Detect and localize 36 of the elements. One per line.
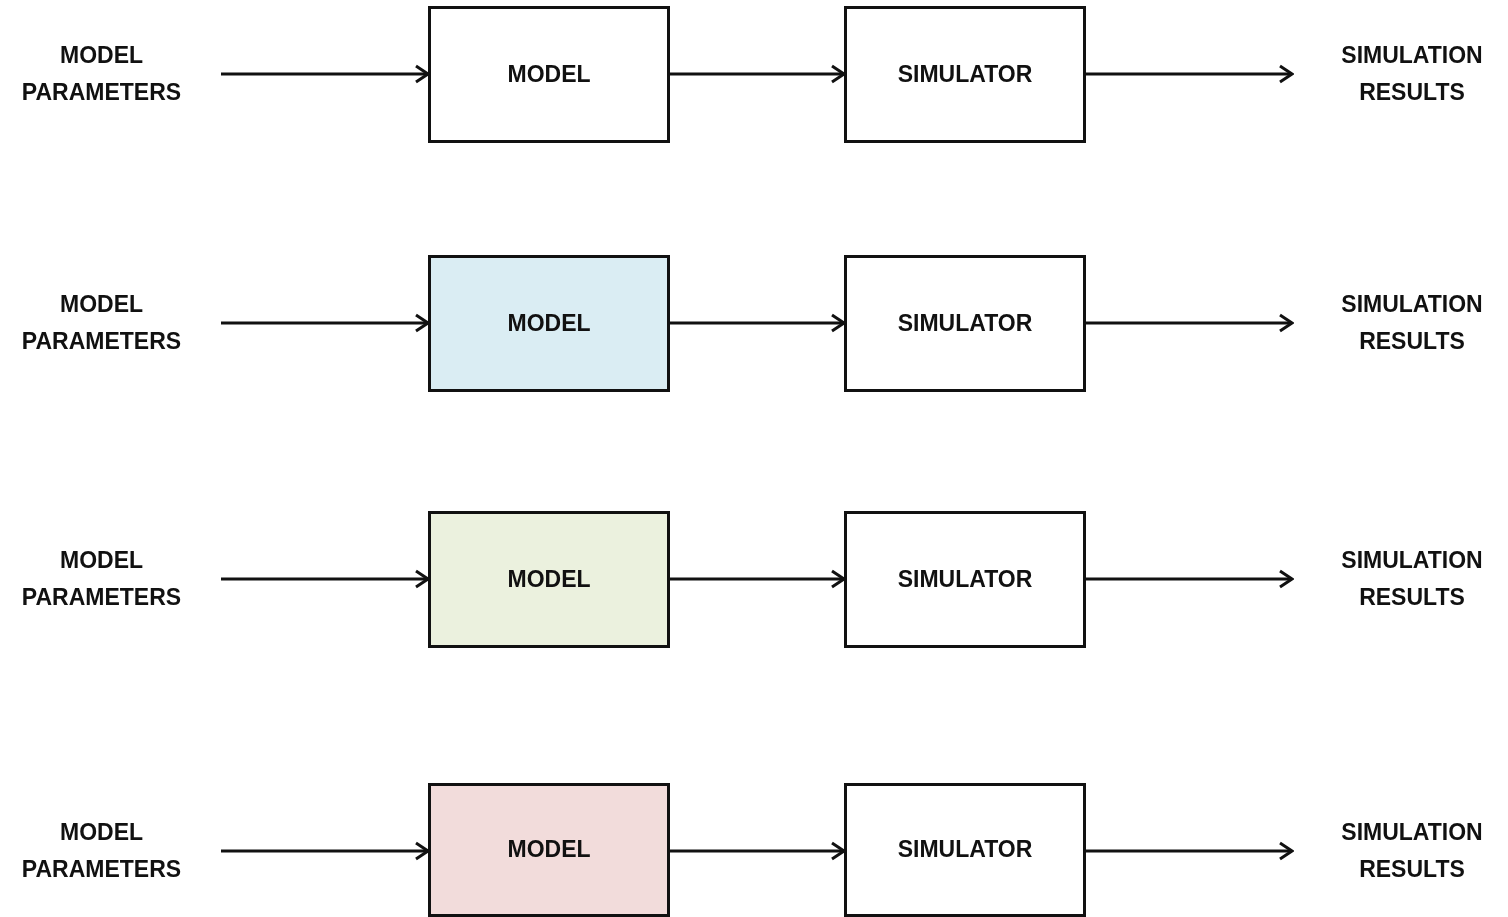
model-box bbox=[428, 254, 670, 392]
input-label: MODEL PARAMETERS bbox=[20, 546, 183, 612]
output-label: SIMULATION RESULTS bbox=[1340, 290, 1484, 356]
model-box bbox=[428, 5, 670, 143]
box-label: MODEL bbox=[507, 835, 591, 865]
box-label: SIMULATOR bbox=[897, 835, 1033, 865]
input-label: MODEL PARAMETERS bbox=[20, 818, 183, 884]
arrow bbox=[670, 313, 846, 333]
model-box bbox=[428, 782, 670, 917]
box-label: SIMULATOR bbox=[897, 564, 1033, 594]
model-box bbox=[428, 510, 670, 648]
arrow bbox=[670, 64, 846, 84]
box-label: SIMULATOR bbox=[897, 308, 1033, 338]
simulator-box bbox=[844, 782, 1086, 917]
arrow bbox=[1086, 64, 1294, 84]
arrow bbox=[221, 313, 430, 333]
simulator-box bbox=[844, 510, 1086, 648]
box-label: MODEL bbox=[507, 564, 591, 594]
arrow bbox=[1086, 313, 1294, 333]
input-label: MODEL PARAMETERS bbox=[20, 41, 183, 107]
simulator-box bbox=[844, 5, 1086, 143]
arrow bbox=[221, 64, 430, 84]
arrow bbox=[1086, 841, 1294, 861]
box-label: MODEL bbox=[507, 59, 591, 89]
output-label: SIMULATION RESULTS bbox=[1340, 41, 1484, 107]
arrow bbox=[221, 569, 430, 589]
arrow bbox=[221, 841, 430, 861]
output-label: SIMULATION RESULTS bbox=[1340, 546, 1484, 612]
input-label: MODEL PARAMETERS bbox=[20, 290, 183, 356]
box-label: MODEL bbox=[507, 308, 591, 338]
output-label: SIMULATION RESULTS bbox=[1340, 818, 1484, 884]
box-label: SIMULATOR bbox=[897, 59, 1033, 89]
arrow bbox=[1086, 569, 1294, 589]
arrow bbox=[670, 841, 846, 861]
arrow bbox=[670, 569, 846, 589]
simulator-box bbox=[844, 254, 1086, 392]
